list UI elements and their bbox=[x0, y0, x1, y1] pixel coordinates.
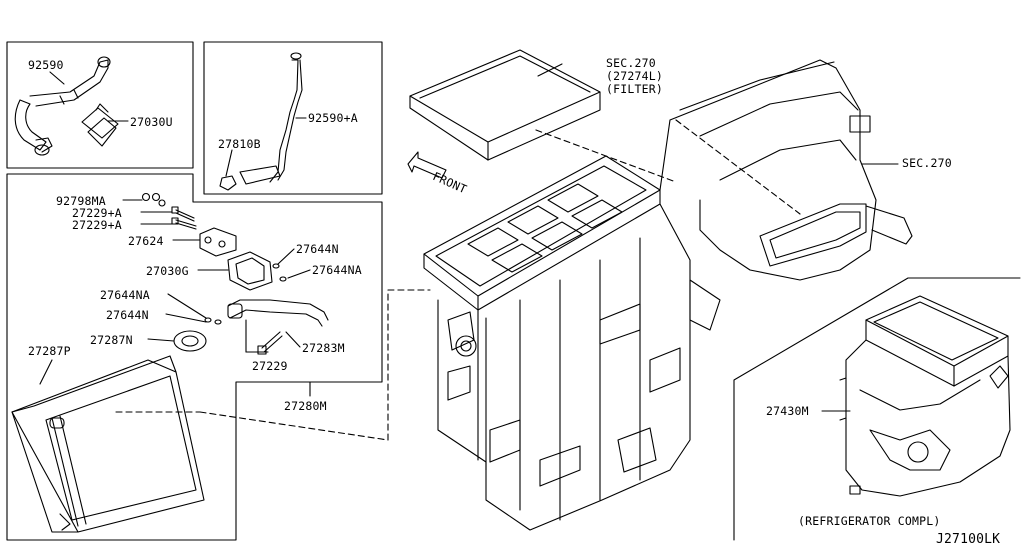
part-label-27810b: 27810B bbox=[218, 137, 261, 151]
refrigerator-caption: (REFRIGERATOR COMPL) bbox=[798, 514, 941, 528]
inset-box-evaporator bbox=[6, 173, 383, 541]
part-label-27644na-2: 27644NA bbox=[100, 288, 150, 302]
refrigerator-box bbox=[733, 277, 1021, 541]
section-label-filter-part: (27274L) bbox=[606, 69, 663, 83]
part-label-27287p: 27287P bbox=[28, 344, 71, 358]
part-label-27624: 27624 bbox=[128, 234, 164, 248]
part-label-92590a: 92590+A bbox=[308, 111, 358, 125]
evaporator-core-drawing bbox=[11, 355, 205, 533]
part-label-27229: 27229 bbox=[252, 359, 288, 373]
inset-box-drain bbox=[203, 41, 383, 195]
drain-hose-drawing bbox=[219, 52, 303, 191]
part-label-92590: 92590 bbox=[28, 58, 64, 72]
part-label-27030g: 27030G bbox=[146, 264, 189, 278]
part-label-27280m: 27280M bbox=[284, 399, 327, 413]
hvac-unit-drawing bbox=[423, 59, 913, 531]
part-label-27283m: 27283M bbox=[302, 341, 345, 355]
diagram-id: J27100LK bbox=[936, 532, 1001, 547]
section-label-filter-name: (FILTER) bbox=[606, 82, 663, 96]
filter-leader bbox=[675, 119, 801, 215]
part-label-27644n-1: 27644N bbox=[296, 242, 339, 256]
part-label-27229a-1: 27229+A bbox=[72, 206, 122, 220]
small-parts-drawing bbox=[141, 192, 329, 355]
section-label-sec270: SEC.270 bbox=[902, 156, 952, 170]
inset-box-hose bbox=[6, 41, 194, 169]
part-label-27229a-2: 27229+A bbox=[72, 218, 122, 232]
part-label-27030u: 27030U bbox=[130, 115, 173, 129]
front-arrow-icon bbox=[407, 151, 447, 179]
part-label-27430m: 27430M bbox=[766, 404, 809, 418]
part-label-27644n-2: 27644N bbox=[106, 308, 149, 322]
refrigerator-drawing bbox=[839, 295, 1011, 497]
part-label-27287n: 27287N bbox=[90, 333, 133, 347]
part-label-92798ma: 92798MA bbox=[56, 194, 106, 208]
hose-92590-drawing bbox=[14, 56, 111, 156]
filter-drawing bbox=[409, 49, 601, 161]
part-label-27644na-1: 27644NA bbox=[312, 263, 362, 277]
section-label-filter: SEC.270 bbox=[606, 56, 656, 70]
insulator-27030u-drawing bbox=[81, 103, 119, 147]
